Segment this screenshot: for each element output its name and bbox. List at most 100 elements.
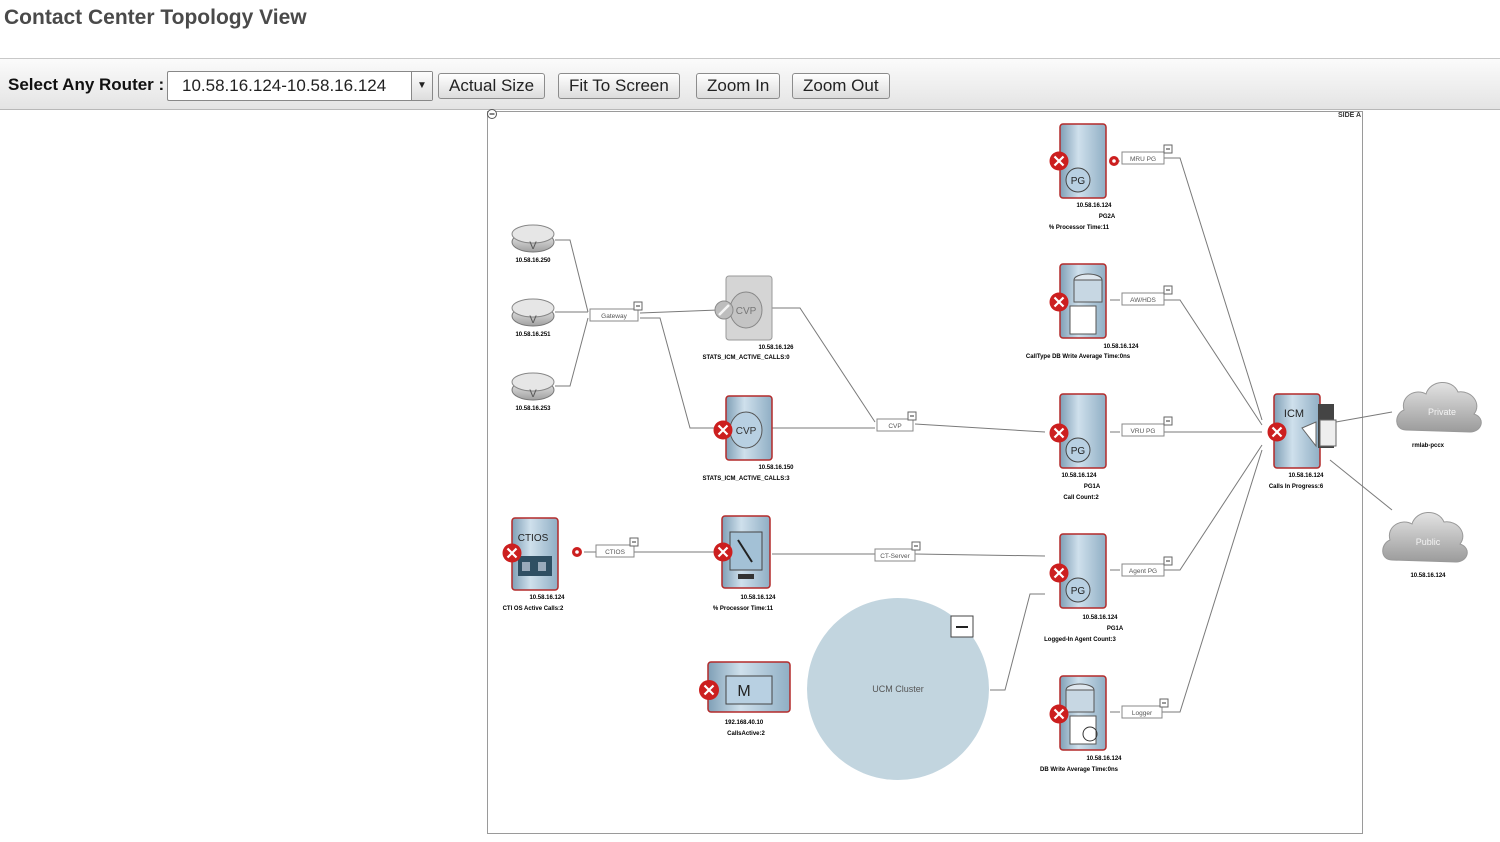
cvp-server-2[interactable]: CVP 10.58.16.150 STATS_ICM_ACTIVE_CALLS:…: [702, 395, 794, 482]
group-label-ctios[interactable]: CTIOS: [595, 537, 639, 558]
group-label-vru-pg[interactable]: VRU PG: [1121, 416, 1173, 437]
topology-canvas[interactable]: [487, 111, 1363, 834]
alert-dot-icon: [572, 547, 582, 557]
error-icon: [1049, 292, 1069, 312]
svg-text:Agent PG: Agent PG: [1129, 568, 1157, 575]
svg-text:10.58.16.124: 10.58.16.124: [1061, 473, 1097, 479]
router-ip: 10.58.16.251: [515, 332, 551, 338]
svg-text:10.58.16.124: 10.58.16.124: [1082, 615, 1118, 621]
collapse-cluster-icon[interactable]: [950, 615, 974, 638]
svg-text:PG: PG: [1071, 586, 1086, 597]
svg-text:10.58.16.124: 10.58.16.124: [1288, 473, 1324, 479]
ctios-server[interactable]: CTIOS 10.58.16.124 CTI OS Active Calls:2: [502, 517, 583, 612]
svg-text:Call Count:2: Call Count:2: [1063, 495, 1099, 501]
svg-text:PG: PG: [1071, 446, 1086, 457]
svg-text:CTIOS: CTIOS: [518, 533, 549, 544]
cloud-icon: [1396, 382, 1482, 433]
router-select-value: 10.58.16.124-10.58.16.124: [182, 76, 387, 95]
group-label-ct-server[interactable]: CT-Server: [874, 541, 921, 562]
group-label-cvp[interactable]: CVP: [876, 411, 917, 432]
svg-text:UCM Cluster: UCM Cluster: [872, 684, 924, 694]
svg-text:10.58.16.124: 10.58.16.124: [1076, 203, 1112, 209]
aw-hds-server[interactable]: 10.58.16.124 CallType DB Write Average T…: [1026, 263, 1139, 360]
router-select-label: Select Any Router :: [8, 75, 165, 94]
disabled-icon: [714, 300, 734, 320]
svg-text:10.58.16.124: 10.58.16.124: [1086, 756, 1122, 762]
svg-text:STATS_ICM_ACTIVE_CALLS:0: STATS_ICM_ACTIVE_CALLS:0: [702, 355, 790, 361]
phone-icon: [737, 539, 753, 563]
svg-text:CVP: CVP: [736, 306, 757, 317]
error-icon: [1049, 704, 1069, 724]
chevron-down-icon[interactable]: ▼: [411, 72, 432, 100]
router-251[interactable]: V 10.58.16.251: [511, 298, 555, 338]
svg-text:MRU PG: MRU PG: [1130, 156, 1156, 163]
svg-text:Private: Private: [1428, 407, 1456, 417]
ct-server[interactable]: 10.58.16.124 % Processor Time:11: [713, 515, 776, 612]
svg-text:192.168.40.10: 192.168.40.10: [725, 720, 764, 726]
collapse-all-icon[interactable]: [487, 109, 497, 119]
error-icon: [1049, 423, 1069, 443]
svg-text:CallType DB Write Average Time: CallType DB Write Average Time:0ns: [1026, 354, 1131, 360]
group-label-agent-pg[interactable]: Agent PG: [1121, 556, 1173, 577]
pg1a-agent-server[interactable]: PG 10.58.16.124 PG1A Logged-In Agent Cou…: [1044, 533, 1124, 643]
group-label-logger[interactable]: Logger: [1121, 698, 1169, 719]
group-label-gateway[interactable]: Gateway: [589, 301, 643, 322]
toolbar: Select Any Router : 10.58.16.124-10.58.1…: [0, 58, 1500, 110]
logger-server[interactable]: 10.58.16.124 DB Write Average Time:0ns: [1040, 675, 1122, 773]
svg-text:AW/HDS: AW/HDS: [1130, 297, 1156, 304]
error-icon: [1049, 151, 1069, 171]
svg-text:% Processor Time:11: % Processor Time:11: [1049, 225, 1110, 231]
cloud-private[interactable]: Private rmlab-pccx: [1396, 382, 1482, 449]
error-icon: [713, 542, 733, 562]
router-icon: V: [511, 372, 555, 401]
svg-text:Gateway: Gateway: [601, 313, 627, 320]
router-ip: 10.58.16.250: [515, 258, 551, 264]
icm-server[interactable]: ICM 10.58.16.124 Calls In Progress:6: [1267, 393, 1337, 490]
svg-text:V: V: [529, 388, 537, 400]
svg-text:rmlab-pccx: rmlab-pccx: [1412, 443, 1445, 449]
svg-text:PG2A: PG2A: [1099, 214, 1116, 220]
svg-text:PG1A: PG1A: [1084, 484, 1101, 490]
fit-to-screen-button[interactable]: Fit To Screen: [558, 73, 680, 99]
router-253[interactable]: V 10.58.16.253: [511, 372, 555, 412]
group-label-mru-pg[interactable]: MRU PG: [1121, 144, 1173, 165]
svg-text:CT-Server: CT-Server: [880, 553, 910, 560]
actual-size-button[interactable]: Actual Size: [438, 73, 546, 99]
svg-text:10.58.16.124: 10.58.16.124: [529, 595, 565, 601]
svg-text:10.58.16.124: 10.58.16.124: [1103, 344, 1139, 350]
router-250[interactable]: V 10.58.16.250: [511, 224, 555, 264]
svg-text:V: V: [529, 314, 537, 326]
cloud-public[interactable]: Public 10.58.16.124: [1382, 512, 1468, 579]
pg1a-vru-server[interactable]: PG 10.58.16.124 PG1A Call Count:2: [1049, 393, 1107, 501]
svg-text:PG: PG: [1071, 176, 1086, 187]
zoom-out-button[interactable]: Zoom Out: [792, 73, 890, 99]
svg-text:V: V: [529, 240, 537, 252]
svg-text:10.58.16.126: 10.58.16.126: [758, 345, 794, 351]
svg-text:Calls In Progress:6: Calls In Progress:6: [1269, 484, 1324, 490]
svg-text:VRU PG: VRU PG: [1131, 428, 1156, 435]
svg-text:STATS_ICM_ACTIVE_CALLS:3: STATS_ICM_ACTIVE_CALLS:3: [702, 476, 790, 482]
ucm-cluster[interactable]: UCM Cluster: [807, 598, 989, 780]
svg-text:CVP: CVP: [888, 423, 901, 430]
zoom-in-button[interactable]: Zoom In: [696, 73, 781, 99]
svg-text:DB Write Average Time:0ns: DB Write Average Time:0ns: [1040, 767, 1119, 773]
svg-text:CallsActive:2: CallsActive:2: [727, 731, 765, 737]
cvp-server-1[interactable]: CVP 10.58.16.126 STATS_ICM_ACTIVE_CALLS:…: [702, 275, 794, 361]
svg-text:Public: Public: [1416, 537, 1441, 547]
router-ip: 10.58.16.253: [515, 406, 551, 412]
error-icon: [1049, 563, 1069, 583]
page-title: Contact Center Topology View: [4, 6, 307, 29]
svg-text:Logger: Logger: [1132, 710, 1153, 717]
error-icon: [699, 680, 719, 700]
error-icon: [713, 420, 733, 440]
svg-text:10.58.16.124: 10.58.16.124: [740, 595, 776, 601]
group-label-aw-hds[interactable]: AW/HDS: [1121, 285, 1173, 306]
connection-lines: [555, 157, 1393, 713]
cloud-icon: [1382, 512, 1468, 563]
ucm-server[interactable]: M 192.168.40.10 CallsActive:2: [699, 661, 791, 737]
router-select[interactable]: 10.58.16.124-10.58.16.124 ▼: [167, 71, 433, 101]
svg-text:PG1A: PG1A: [1107, 626, 1124, 632]
svg-text:Logged-In Agent Count:3: Logged-In Agent Count:3: [1044, 637, 1116, 643]
pg2a-server[interactable]: PG 10.58.16.124 PG2A % Processor Time:11: [1049, 123, 1119, 231]
